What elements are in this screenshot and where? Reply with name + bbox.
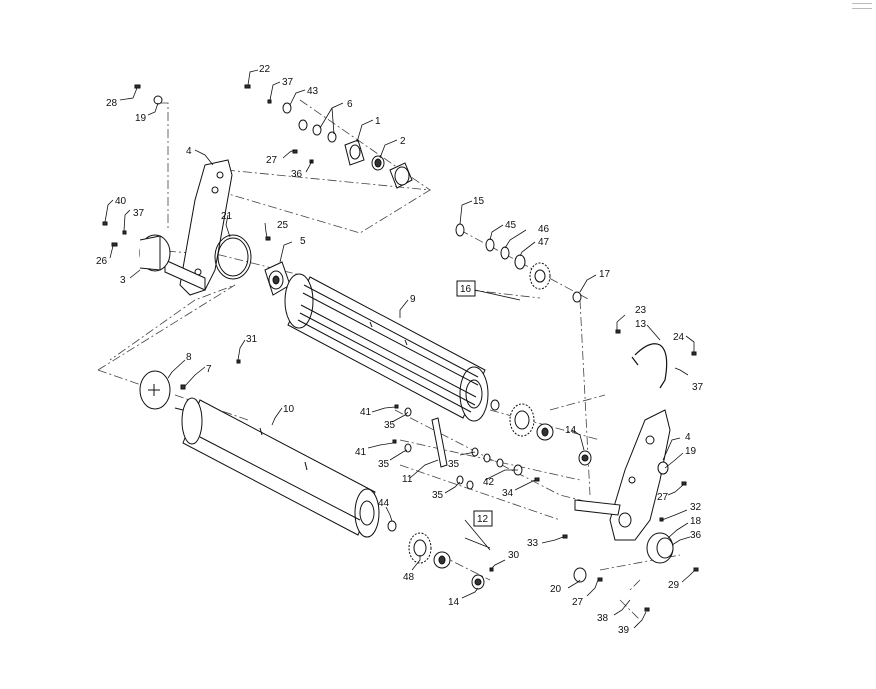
- washer-stack: [404, 407, 523, 490]
- callout-43: 43: [307, 86, 319, 97]
- callout-42: 42: [483, 477, 495, 488]
- callout-48: 48: [403, 572, 415, 583]
- callout-32: 32: [690, 502, 702, 513]
- boxed-callout-16: 16: [456, 280, 476, 297]
- callout-4: 4: [186, 146, 192, 157]
- disc-21: [214, 234, 252, 280]
- callout-18: 18: [690, 516, 702, 527]
- part-20: [573, 567, 587, 583]
- boxed-callout-12-label: 12: [477, 514, 489, 525]
- callout-24: 24: [673, 332, 685, 343]
- bearing-14-upper: [578, 450, 592, 466]
- callout-7: 7: [206, 364, 212, 375]
- callout-13: 13: [635, 319, 647, 330]
- leader-lines: [104, 69, 696, 629]
- boxed-callout-16-label: 16: [460, 284, 472, 295]
- callout-27: 27: [572, 597, 584, 608]
- callout-35: 35: [432, 490, 444, 501]
- callout-40: 40: [115, 196, 127, 207]
- callout-37: 37: [692, 382, 704, 393]
- lower-gear: [387, 520, 485, 590]
- callout-38: 38: [597, 613, 609, 624]
- left-bearing-housing: [139, 234, 171, 272]
- handle-13: [631, 343, 668, 389]
- callout-28: 28: [106, 98, 118, 109]
- callout-41: 41: [360, 407, 372, 418]
- callout-19: 19: [685, 446, 697, 457]
- callout-19: 19: [135, 113, 147, 124]
- callout-14: 14: [565, 425, 577, 436]
- callout-37: 37: [282, 77, 294, 88]
- callout-1: 1: [375, 116, 381, 127]
- callout-29: 29: [668, 580, 680, 591]
- callout-14: 14: [448, 597, 460, 608]
- callout-35: 35: [448, 459, 460, 470]
- callout-37: 37: [133, 208, 145, 219]
- callout-30: 30: [508, 550, 520, 561]
- callout-21: 21: [221, 211, 233, 222]
- callout-11: 11: [402, 474, 413, 485]
- corner-mark: [852, 3, 872, 9]
- upper-gear-assembly: [455, 223, 582, 303]
- callout-15: 15: [473, 196, 485, 207]
- disc-8: [139, 370, 171, 410]
- right-bearing-housing: [646, 461, 674, 564]
- boxed-callout-12: 12: [473, 510, 493, 527]
- callout-46: 46: [538, 224, 550, 235]
- callout-45: 45: [505, 220, 517, 231]
- lower-roller-10: [174, 397, 380, 538]
- callout-8: 8: [186, 352, 192, 363]
- callout-22: 22: [259, 64, 271, 75]
- callout-34: 34: [502, 488, 514, 499]
- belt-11: [431, 417, 448, 468]
- callout-9: 9: [410, 294, 416, 305]
- callout-36: 36: [690, 530, 702, 541]
- callout-35: 35: [378, 459, 390, 470]
- callout-3: 3: [120, 275, 126, 286]
- callout-36: 36: [291, 169, 303, 180]
- callout-20: 20: [550, 584, 562, 595]
- flange-5: [264, 261, 291, 296]
- callout-44: 44: [378, 498, 390, 509]
- callout-31: 31: [246, 334, 258, 345]
- callout-labels: 22 37 43 6 1 2 28 19 4 27 36 40 37 21 25…: [96, 64, 704, 636]
- callout-35: 35: [384, 420, 396, 431]
- callout-26: 26: [96, 256, 108, 267]
- callout-27: 27: [266, 155, 278, 166]
- callout-39: 39: [618, 625, 630, 636]
- callout-6: 6: [347, 99, 353, 110]
- callout-25: 25: [277, 220, 289, 231]
- callout-4: 4: [685, 432, 691, 443]
- top-hardware: [282, 102, 413, 189]
- callout-5: 5: [300, 236, 306, 247]
- callout-17: 17: [599, 269, 611, 280]
- callout-33: 33: [527, 538, 539, 549]
- callout-23: 23: [635, 305, 647, 316]
- callout-2: 2: [400, 136, 406, 147]
- callout-10: 10: [283, 404, 295, 415]
- callout-27: 27: [657, 492, 669, 503]
- roller-9-gear: [490, 399, 554, 441]
- callout-47: 47: [538, 237, 550, 248]
- right-side-plate: [574, 409, 671, 541]
- callout-41: 41: [355, 447, 367, 458]
- upper-roller-9: [284, 273, 489, 422]
- left-shaft-stub: [164, 259, 206, 291]
